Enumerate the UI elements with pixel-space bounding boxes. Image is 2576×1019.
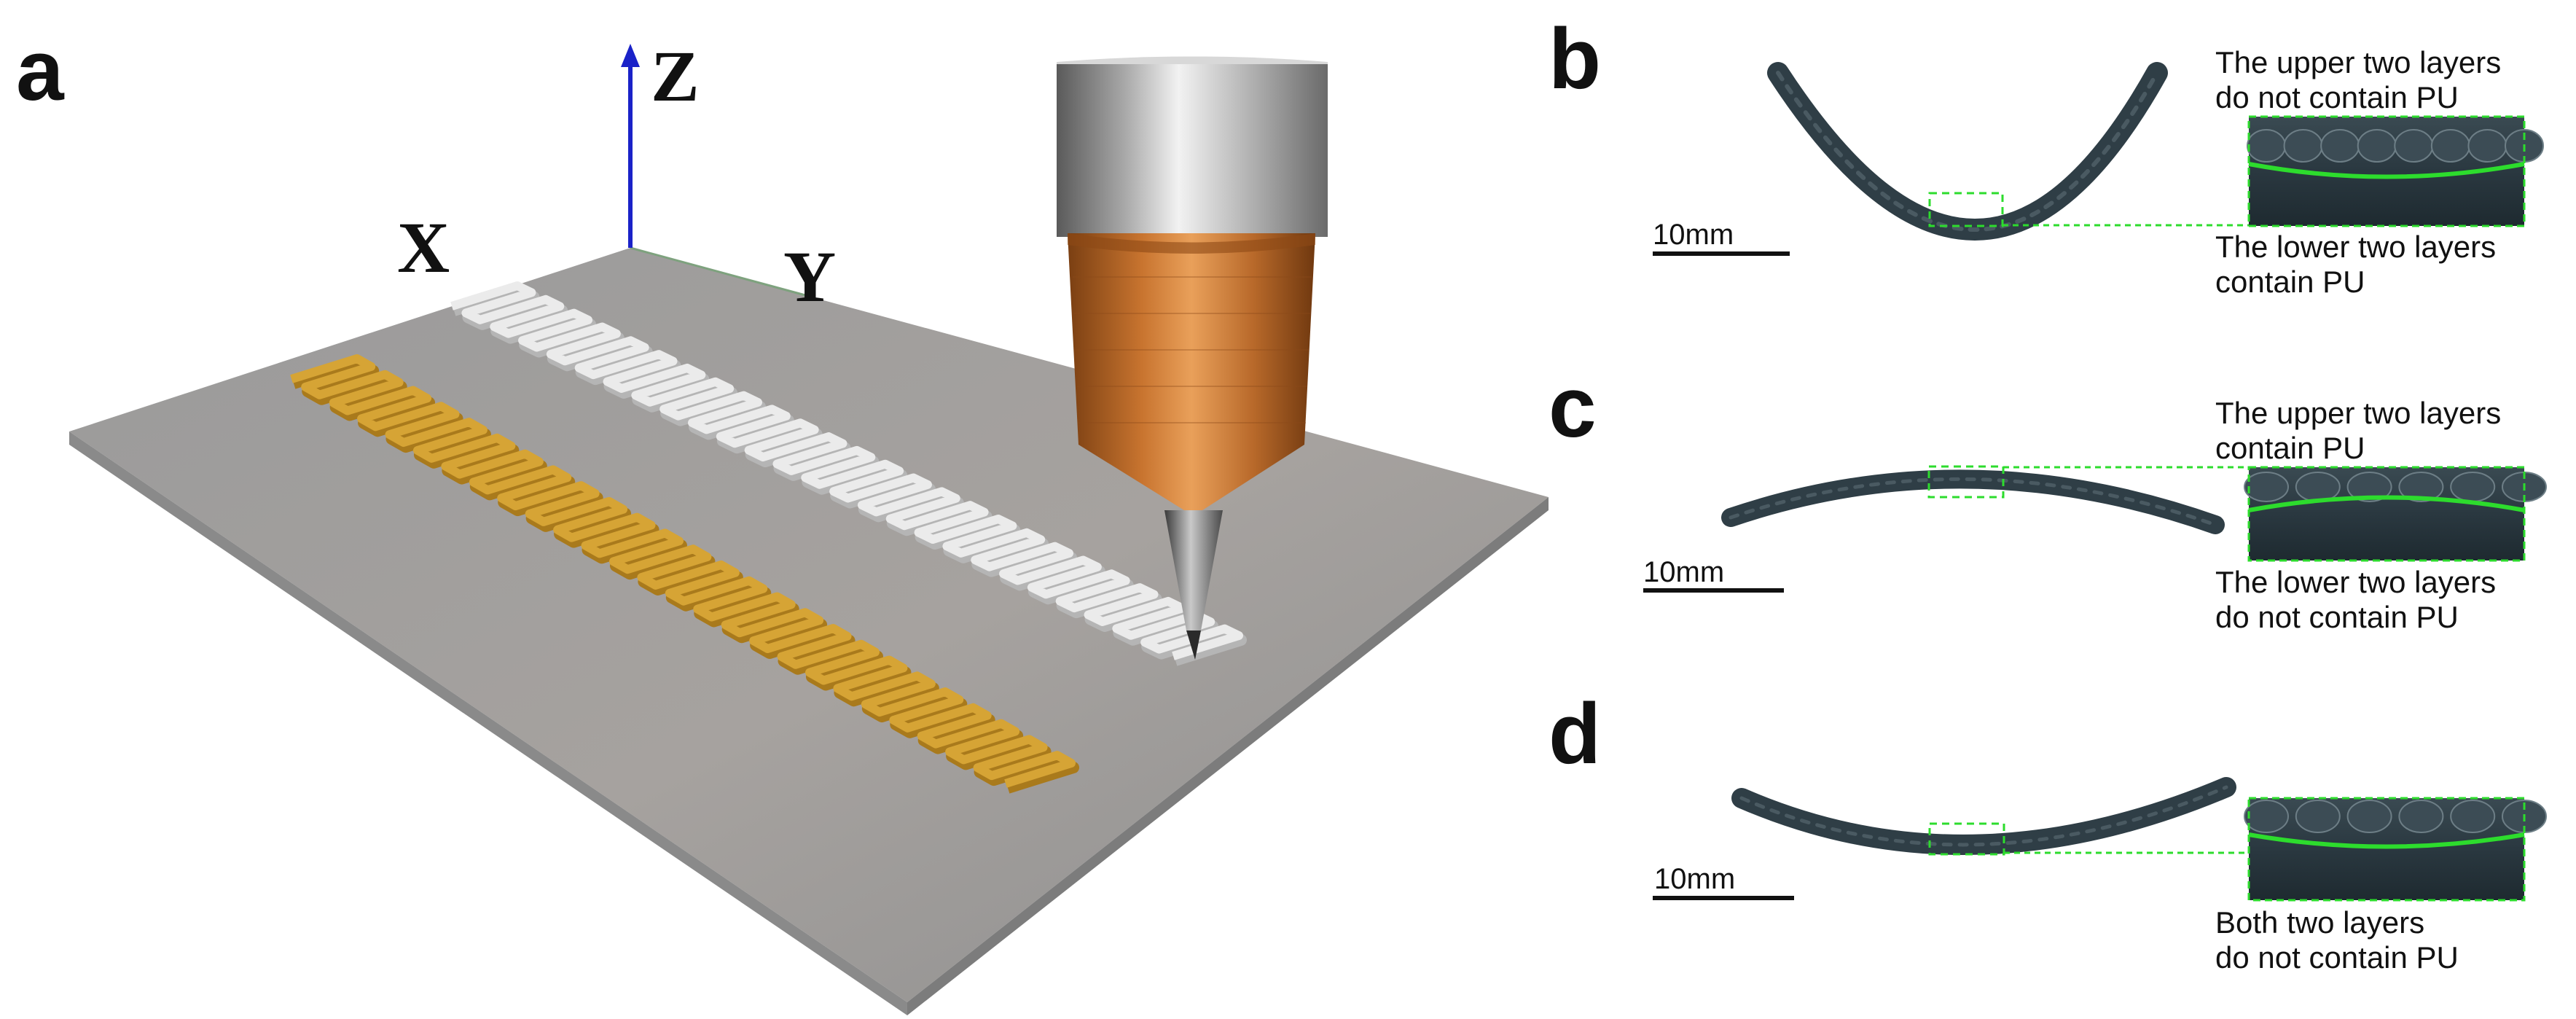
inset-b	[2247, 115, 2544, 227]
caption-b-upper: The upper two layers do not contain PU	[2215, 45, 2502, 114]
scale-label-c: 10mm	[1643, 556, 1725, 588]
panel-label-d: d	[1549, 686, 1602, 782]
axis-label-z: Z	[651, 36, 700, 117]
axis-label-x: X	[397, 207, 450, 288]
platform-front-edge	[69, 432, 907, 1015]
sample-c	[1721, 469, 2225, 534]
sample-d	[1731, 777, 2236, 855]
zoom-box-c	[1927, 465, 2005, 499]
nozzle-needle	[1164, 510, 1223, 630]
inset-c	[2244, 466, 2547, 562]
panel-label-a: a	[16, 23, 64, 119]
z-axis-arrow	[621, 44, 640, 248]
zoom-box-b	[1928, 192, 2004, 227]
nozzle-copper-body	[1068, 233, 1315, 510]
panel-label-c: c	[1549, 359, 1597, 456]
axis-label-y: Y	[783, 236, 837, 317]
zoom-box-d	[1928, 822, 2005, 856]
inset-d	[2244, 797, 2547, 902]
platform-y-edge	[630, 246, 806, 297]
scale-label-d: 10mm	[1654, 863, 1736, 895]
nozzle-steel-barrel	[1057, 62, 1328, 237]
gold-serpentine-trace	[290, 354, 1079, 794]
caption-c-lower: The lower two layers do not contain PU	[2215, 565, 2497, 634]
panel-label-b: b	[1549, 11, 1602, 107]
sample-b	[1767, 62, 2168, 241]
caption-d-lower: Both two layers do not contain PU	[2215, 905, 2459, 975]
scale-label-b: 10mm	[1653, 219, 1734, 251]
caption-b-lower: The lower two layers contain PU	[2215, 230, 2497, 299]
caption-c-upper: The upper two layers contain PU	[2215, 396, 2502, 465]
white-serpentine-trace	[450, 281, 1247, 666]
print-nozzle	[1057, 56, 1328, 660]
platform-right-edge	[907, 497, 1549, 1015]
